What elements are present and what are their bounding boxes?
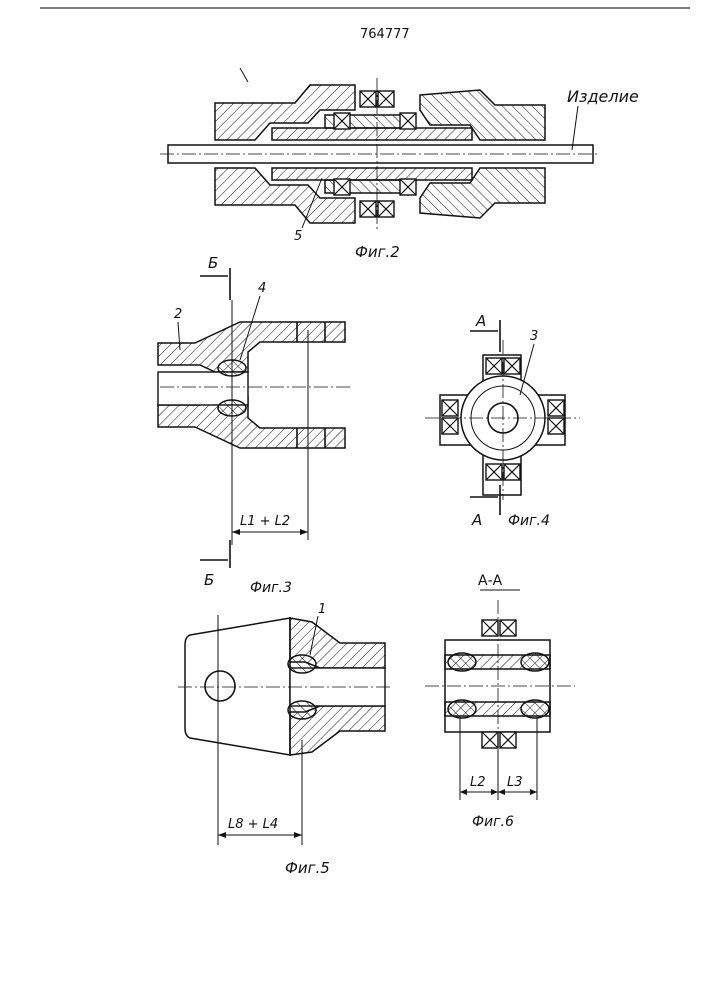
figure-6: А-А L2 L3 Фиг.6: [425, 573, 575, 830]
fig6-seat-ul: [448, 653, 476, 671]
figure-5: 1 L8 + L4 Фиг.5: [178, 602, 392, 877]
product-leader: [572, 106, 578, 150]
callout-3: 3: [530, 329, 538, 344]
fig6-seat-ur: [521, 653, 549, 671]
fig6-bearing-bottom: [482, 732, 516, 748]
fig3-fork-upper: [158, 322, 345, 372]
callout-1: 1: [318, 602, 326, 617]
section-label-aa: А-А: [478, 573, 503, 589]
fig6-bearing-top: [482, 620, 516, 636]
fig2-section-mark: [240, 68, 248, 82]
fig4-caption: Фиг.4: [508, 513, 550, 529]
fig6-seat-ll: [448, 700, 476, 718]
fig5-cone-head: [185, 618, 290, 755]
section-mark-a-bottom: А: [471, 511, 482, 529]
fig3-caption: Фиг.3: [250, 580, 292, 596]
fig5-seat-lower: [288, 701, 316, 719]
section-mark-a-top: А: [475, 312, 486, 330]
fig6-caption: Фиг.6: [472, 814, 514, 830]
fig6-seat-lr: [521, 700, 549, 718]
label-product: Изделие: [567, 87, 639, 106]
fig5-caption: Фиг.5: [285, 859, 330, 877]
figure-4: А 3 А Фиг.4: [425, 312, 580, 529]
fig6-dim-arrow-1: [460, 789, 467, 795]
fig2-inner-sleeve-upper: [272, 128, 472, 140]
dim-l2: L2: [470, 775, 486, 790]
callout-4: 4: [258, 281, 266, 296]
fig5-dim-arrow-left: [218, 832, 226, 838]
figure-3: Б 2 4 L1 + L2 Б Фиг.3: [158, 254, 352, 596]
fig3-dim-arrow-right: [300, 529, 308, 535]
fig2-caption: Фиг.2: [355, 243, 400, 261]
fig6-dim-arrow-2: [491, 789, 498, 795]
fig3-dim-arrow-left: [232, 529, 240, 535]
section-mark-b-top: Б: [208, 254, 218, 272]
document-number: 764777: [360, 27, 410, 42]
figure-2: Изделие 5 Фиг.2: [160, 68, 639, 261]
fig5-seat-upper: [288, 655, 316, 673]
fig5-dim-arrow-right: [294, 832, 302, 838]
callout-5: 5: [294, 229, 302, 244]
fig6-dim-arrow-3: [498, 789, 505, 795]
dim-l3: L3: [507, 775, 523, 790]
fig6-dim-arrow-4: [530, 789, 537, 795]
section-mark-b-bottom: Б: [204, 571, 214, 589]
dim-l1-l2: L1 + L2: [240, 514, 290, 529]
fig2-inner-sleeve-lower: [272, 168, 472, 180]
callout-2: 2: [174, 307, 182, 322]
dim-l8-l4: L8 + L4: [228, 817, 278, 832]
